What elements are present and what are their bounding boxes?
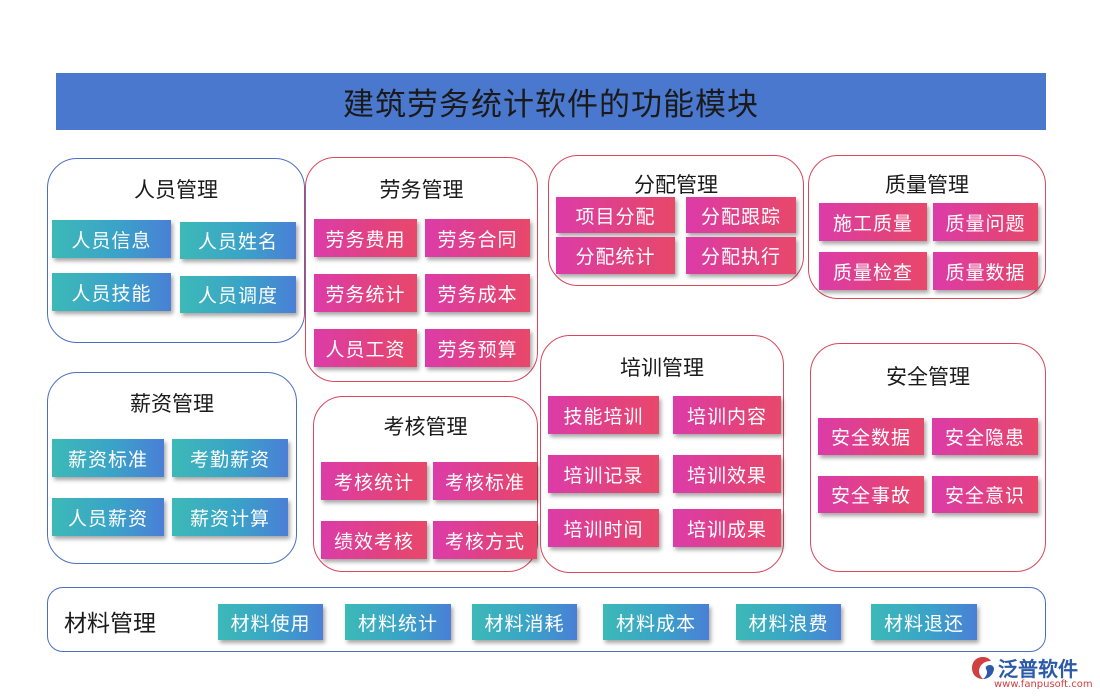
module-button[interactable]: 材料消耗 xyxy=(472,604,577,640)
module-button[interactable]: 人员薪资 xyxy=(52,498,164,536)
module-button[interactable]: 材料退还 xyxy=(871,604,977,640)
module-button[interactable]: 培训效果 xyxy=(673,455,781,493)
module-button[interactable]: 考核方式 xyxy=(433,521,537,559)
fanpu-logo-icon xyxy=(972,657,994,679)
module-button[interactable]: 劳务成本 xyxy=(425,274,530,312)
module-button[interactable]: 分配执行 xyxy=(686,237,796,274)
module-button[interactable]: 绩效考核 xyxy=(321,521,427,559)
page-title: 建筑劳务统计软件的功能模块 xyxy=(56,73,1046,130)
module-button[interactable]: 安全事故 xyxy=(818,476,924,513)
module-button[interactable]: 劳务费用 xyxy=(314,219,417,257)
group-title-training: 培训管理 xyxy=(620,356,704,380)
module-button[interactable]: 施工质量 xyxy=(819,203,927,241)
module-button[interactable]: 培训内容 xyxy=(673,396,781,434)
module-button[interactable]: 劳务预算 xyxy=(425,329,530,367)
group-title-safety: 安全管理 xyxy=(886,365,970,389)
module-button[interactable]: 项目分配 xyxy=(556,197,675,233)
module-button[interactable]: 技能培训 xyxy=(548,396,659,434)
logo-url: www.fanpusoft.com xyxy=(994,679,1093,690)
module-button[interactable]: 薪资计算 xyxy=(172,498,288,536)
module-button[interactable]: 考核标准 xyxy=(433,462,537,500)
group-title-personnel: 人员管理 xyxy=(134,178,218,202)
logo-name: 泛普软件 xyxy=(998,657,1078,681)
module-button[interactable]: 安全数据 xyxy=(818,418,924,455)
module-button[interactable]: 安全隐患 xyxy=(932,418,1038,455)
group-title-materials: 材料管理 xyxy=(64,611,156,637)
module-button[interactable]: 人员信息 xyxy=(52,220,171,258)
module-button[interactable]: 分配统计 xyxy=(556,237,675,274)
module-button[interactable]: 材料统计 xyxy=(345,604,451,640)
module-button[interactable]: 材料浪费 xyxy=(736,604,841,640)
module-button[interactable]: 薪资标准 xyxy=(52,439,164,477)
module-button[interactable]: 分配跟踪 xyxy=(686,197,796,233)
brand-logo: 泛普软件 www.fanpusoft.com xyxy=(970,653,1095,695)
module-button[interactable]: 劳务合同 xyxy=(425,219,530,257)
group-title-assessment: 考核管理 xyxy=(383,415,468,439)
module-button[interactable]: 培训记录 xyxy=(548,455,659,493)
module-button[interactable]: 考勤薪资 xyxy=(172,439,288,477)
group-title-quality: 质量管理 xyxy=(885,173,969,197)
module-button[interactable]: 考核统计 xyxy=(321,462,427,500)
module-button[interactable]: 培训时间 xyxy=(548,509,659,547)
module-button[interactable]: 人员调度 xyxy=(180,276,296,313)
group-title-labor: 劳务管理 xyxy=(379,178,464,202)
module-button[interactable]: 安全意识 xyxy=(932,476,1038,513)
module-button[interactable]: 人员姓名 xyxy=(180,222,296,259)
group-title-distribution: 分配管理 xyxy=(634,173,718,197)
module-button[interactable]: 培训成果 xyxy=(673,509,781,547)
module-button[interactable]: 材料使用 xyxy=(218,604,323,640)
group-title-salary: 薪资管理 xyxy=(130,392,214,416)
group-safety: 安全管理 xyxy=(810,343,1046,572)
module-button[interactable]: 人员工资 xyxy=(314,329,417,367)
module-button[interactable]: 质量数据 xyxy=(933,252,1038,290)
module-button[interactable]: 材料成本 xyxy=(603,604,709,640)
module-button[interactable]: 劳务统计 xyxy=(314,274,417,312)
module-button[interactable]: 人员技能 xyxy=(52,273,171,311)
module-button[interactable]: 质量问题 xyxy=(933,203,1038,241)
module-button[interactable]: 质量检查 xyxy=(819,252,927,290)
